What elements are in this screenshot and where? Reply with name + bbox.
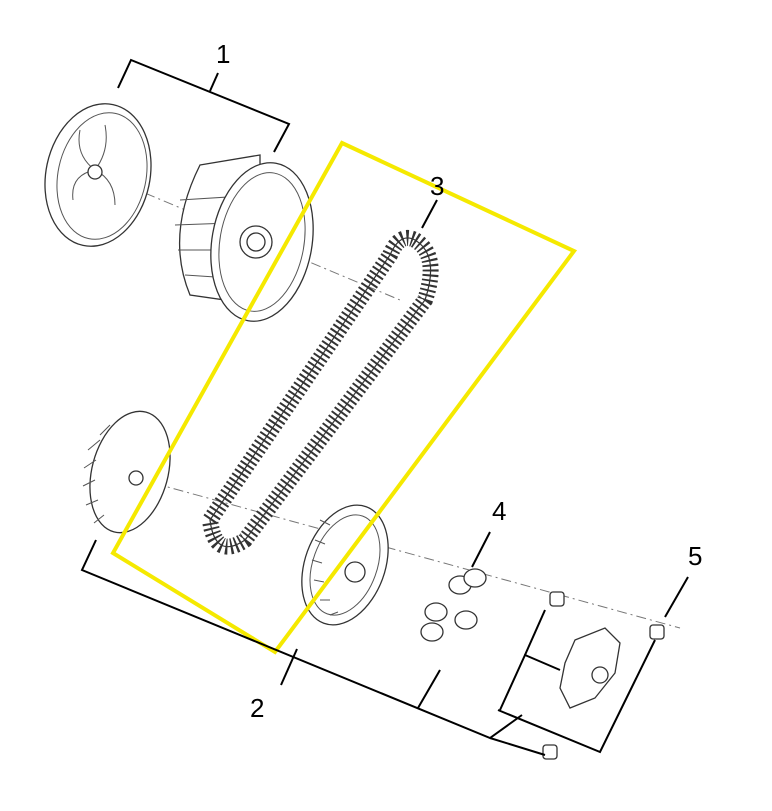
leader-1: [209, 72, 219, 92]
weight-rollers: [420, 568, 487, 642]
callout-3: 3: [430, 171, 444, 201]
bracket-2: [80, 539, 523, 740]
leader-4: [471, 531, 491, 568]
driven-pulley-outer: [82, 410, 171, 534]
callout-2: 2: [250, 693, 264, 723]
callout-5: 5: [688, 541, 702, 571]
leader-5: [664, 576, 689, 618]
leader-2: [280, 648, 298, 686]
callout-4: 4: [492, 496, 506, 526]
bracket-5: [497, 639, 656, 754]
bracket-1: [117, 58, 291, 153]
leader-slider-top: [524, 609, 546, 656]
ramp-plate: [559, 627, 621, 709]
highlight-box: [110, 140, 578, 655]
sliders: [542, 591, 665, 760]
leader-3: [421, 199, 438, 229]
leader-2-rollers: [417, 669, 441, 709]
drive-pulley-inner: [174, 154, 314, 322]
drive-pulley-outer: [44, 103, 152, 247]
callout-1: 1: [216, 39, 230, 69]
driven-pulley-inner: [301, 504, 389, 626]
drive-belt: [201, 229, 439, 555]
leader-slider-bottom: [489, 737, 546, 756]
driven-axis: [134, 477, 681, 629]
leader-ramp: [499, 653, 561, 711]
